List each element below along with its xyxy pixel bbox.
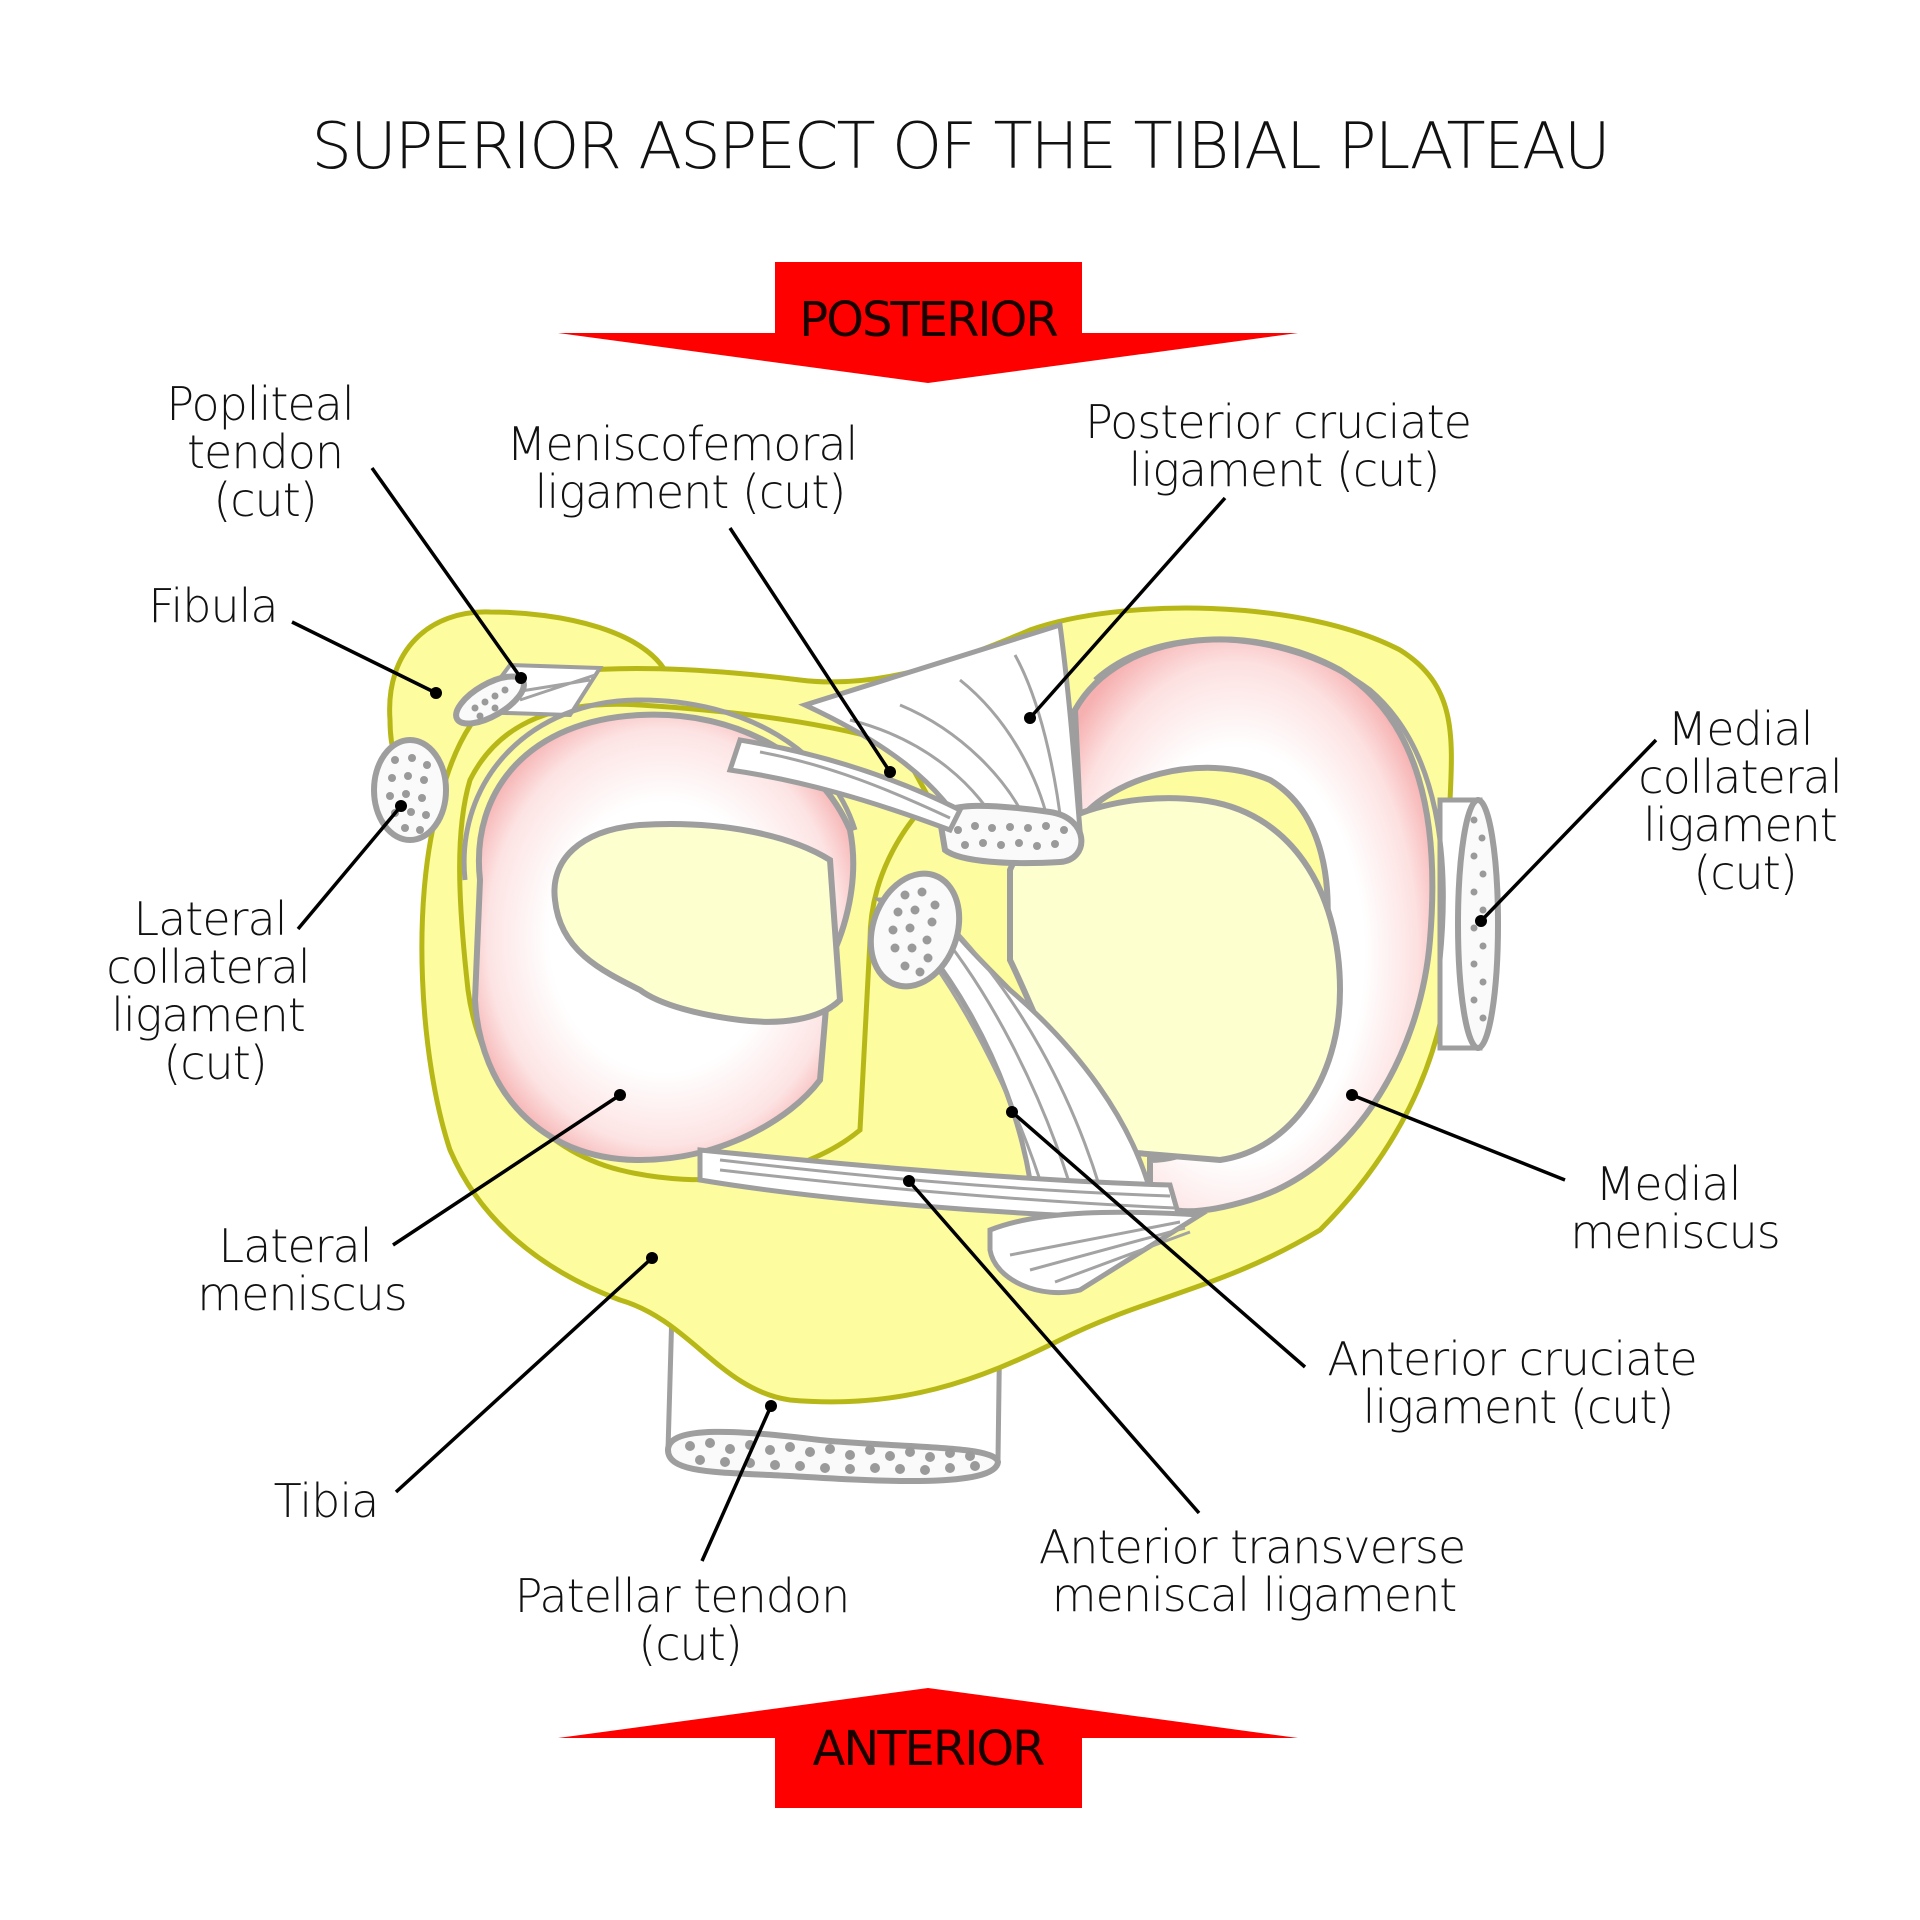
label-medial-collateral: Medial collateral ligament (cut) bbox=[1638, 702, 1842, 900]
leader-lines bbox=[291, 466, 1658, 1562]
leader-pcl bbox=[1028, 496, 1227, 720]
posterior-cruciate-ligament bbox=[798, 621, 1085, 867]
posterior-label: POSTERIOR bbox=[799, 292, 1057, 348]
svg-text:Anterior cruciate: Anterior cruciate bbox=[1327, 1332, 1696, 1386]
anterior-label: ANTERIOR bbox=[812, 1721, 1044, 1777]
svg-text:Lateral: Lateral bbox=[218, 1219, 371, 1273]
svg-text:ligament (cut): ligament (cut) bbox=[535, 465, 846, 519]
label-meniscofemoral-ligament: Meniscofemoral ligament (cut) bbox=[507, 417, 859, 519]
svg-text:meniscal ligament: meniscal ligament bbox=[1052, 1568, 1457, 1622]
anterior-transverse-meniscal-ligament bbox=[697, 1147, 1208, 1296]
leader-medial-meniscus bbox=[1351, 1093, 1566, 1182]
svg-text:Anterior transverse: Anterior transverse bbox=[1039, 1520, 1465, 1574]
posterior-arrow-shape bbox=[558, 262, 1298, 383]
diagram-title: SUPERIOR ASPECT OF THE TIBIAL PLATEAU bbox=[311, 110, 1608, 184]
label-anterior-transverse: Anterior transverse meniscal ligament bbox=[1039, 1520, 1466, 1622]
svg-text:collateral: collateral bbox=[1638, 750, 1841, 804]
svg-text:Meniscofemoral: Meniscofemoral bbox=[507, 417, 858, 471]
anterior-arrow-shape bbox=[558, 1688, 1298, 1808]
leader-meniscofemoral bbox=[728, 527, 892, 773]
svg-text:Patellar tendon: Patellar tendon bbox=[515, 1569, 849, 1623]
label-medial-meniscus: Medial meniscus bbox=[1570, 1157, 1780, 1259]
leader-acl bbox=[1010, 1110, 1307, 1369]
svg-text:Tibia: Tibia bbox=[274, 1474, 379, 1528]
svg-text:(cut): (cut) bbox=[213, 473, 316, 527]
svg-text:meniscus: meniscus bbox=[197, 1267, 406, 1321]
leader-lcl bbox=[296, 804, 403, 931]
svg-text:ligament (cut): ligament (cut) bbox=[1129, 443, 1440, 497]
label-posterior-cruciate: Posterior cruciate ligament (cut) bbox=[1085, 395, 1472, 497]
leader-patellar bbox=[700, 1405, 773, 1562]
leader-tibia bbox=[394, 1256, 654, 1494]
leader-lateral-meniscus bbox=[392, 1093, 621, 1247]
label-tibia: Tibia bbox=[274, 1474, 380, 1528]
svg-text:Posterior cruciate: Posterior cruciate bbox=[1085, 395, 1471, 449]
label-lateral-collateral: Lateral collateral ligament (cut) bbox=[106, 892, 310, 1090]
label-lateral-meniscus: Lateral meniscus bbox=[197, 1219, 407, 1321]
svg-text:collateral: collateral bbox=[106, 940, 309, 994]
anterior-cruciate-ligament bbox=[867, 870, 1154, 1193]
posterior-arrow: POSTERIOR bbox=[558, 262, 1298, 383]
lateral-articular-surface bbox=[551, 821, 844, 1025]
svg-text:(cut): (cut) bbox=[1693, 846, 1796, 900]
leader-fibula bbox=[291, 620, 437, 695]
svg-text:meniscus: meniscus bbox=[1570, 1205, 1779, 1259]
svg-text:Fibula: Fibula bbox=[148, 579, 277, 633]
leader-atml bbox=[907, 1179, 1201, 1515]
svg-text:Lateral: Lateral bbox=[133, 892, 286, 946]
svg-text:(cut): (cut) bbox=[163, 1036, 266, 1090]
anterior-arrow: ANTERIOR bbox=[558, 1688, 1298, 1808]
svg-text:Popliteal: Popliteal bbox=[166, 377, 353, 431]
leader-mcl bbox=[1479, 738, 1658, 923]
svg-text:Medial: Medial bbox=[1668, 702, 1813, 756]
popliteal-tendon bbox=[453, 662, 604, 727]
svg-text:Medial: Medial bbox=[1596, 1157, 1741, 1211]
label-patellar-tendon: Patellar tendon (cut) bbox=[515, 1569, 850, 1671]
label-fibula: Fibula bbox=[148, 579, 278, 633]
svg-text:ligament: ligament bbox=[111, 988, 305, 1042]
meniscofemoral-ligament bbox=[726, 737, 964, 834]
label-popliteal-tendon: Popliteal tendon (cut) bbox=[166, 377, 354, 527]
svg-text:tendon: tendon bbox=[187, 425, 343, 479]
medial-collateral-ligament bbox=[1437, 797, 1501, 1051]
label-anterior-cruciate: Anterior cruciate ligament (cut) bbox=[1327, 1332, 1697, 1434]
medial-meniscus bbox=[1071, 636, 1446, 1215]
svg-text:ligament (cut): ligament (cut) bbox=[1363, 1380, 1674, 1434]
svg-text:ligament: ligament bbox=[1643, 798, 1837, 852]
svg-text:(cut): (cut) bbox=[638, 1617, 741, 1671]
leader-popliteal bbox=[370, 466, 523, 680]
